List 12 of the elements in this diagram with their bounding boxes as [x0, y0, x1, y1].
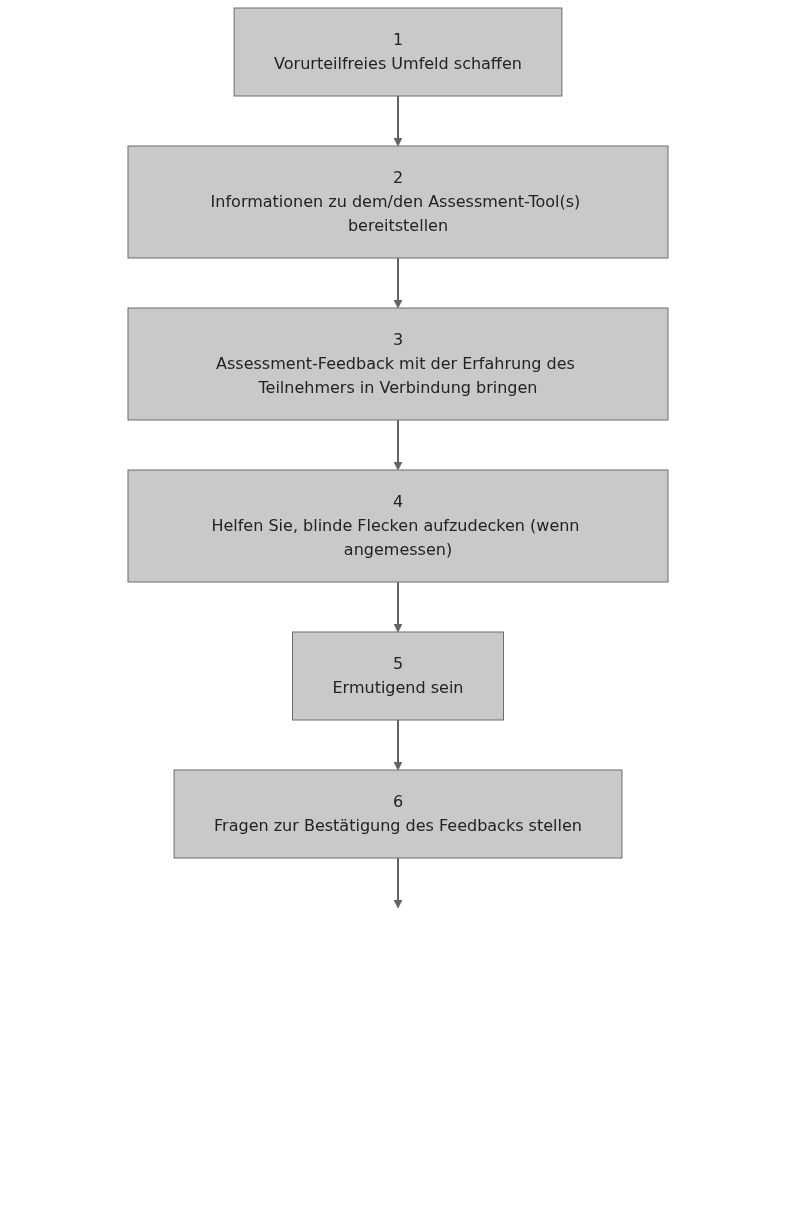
- arrow: [393, 95, 402, 147]
- arrow: [393, 257, 402, 309]
- arrow: [393, 581, 402, 633]
- node-box: 2 Informationen zu dem/den Assessment-Tool(s) bereitstellen: [127, 145, 668, 259]
- node-box: 6 Fragen zur Bestätigung des Feedbacks stellen: [173, 769, 622, 859]
- node-box: 5 Ermutigend sein: [291, 631, 504, 721]
- arrow: [393, 719, 402, 771]
- node-box: 3 Assessment-Feedback mit der Erfahrung des Teilnehmers in Verbindung bringen: [127, 307, 668, 421]
- node-box: 1 Vorurteilfreies Umfeld schaffen: [233, 7, 562, 97]
- arrow: [393, 857, 402, 909]
- node-box: 4 Helfen Sie, blinde Flecken aufzudecken (wenn angemessen): [127, 469, 668, 583]
- arrow: [393, 419, 402, 471]
